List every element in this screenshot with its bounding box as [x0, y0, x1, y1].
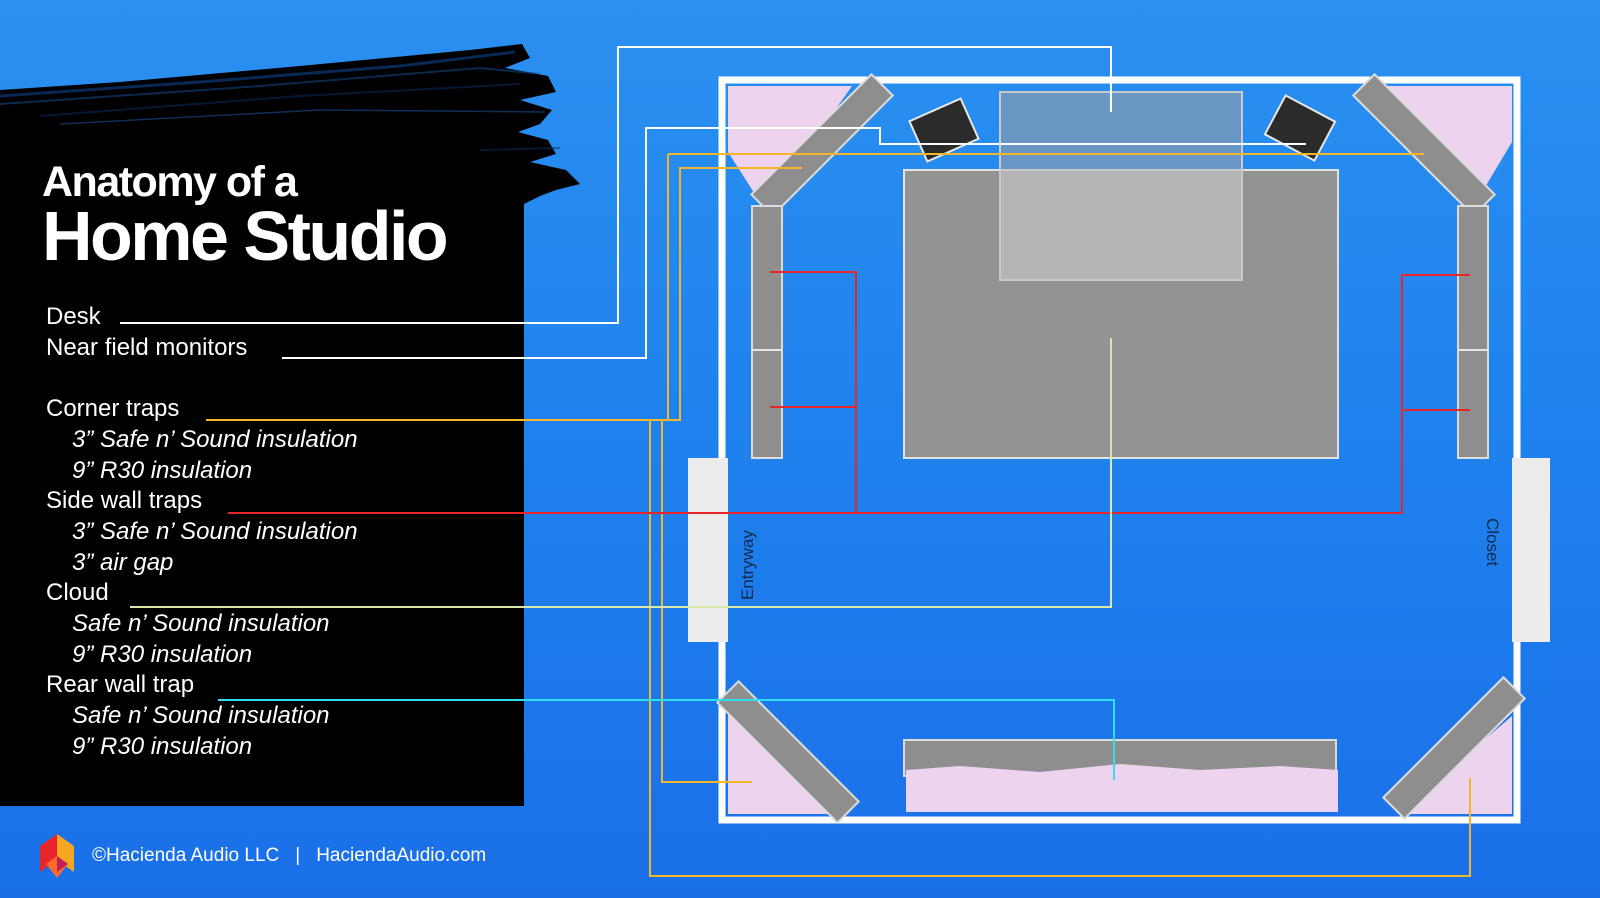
corner-trap-insulation-tl	[728, 86, 852, 210]
label-near-field-monitors: Near field monitors	[46, 334, 248, 361]
side-wall-leader-lines	[228, 271, 1470, 514]
cloud-leader-line	[130, 338, 1112, 608]
brush-stroke-background	[0, 44, 580, 806]
hacienda-logo-icon	[40, 834, 74, 878]
near-field-monitor-right	[1263, 94, 1337, 162]
title-panel: Anatomy of a Home Studio Desk Near field…	[0, 0, 580, 806]
footer: ©Hacienda Audio LLC | HaciendaAudio.com	[40, 834, 487, 878]
label-side-wall-traps: Side wall traps	[46, 487, 203, 514]
footer-website-link[interactable]: HaciendaAudio.com	[316, 845, 487, 866]
closet-label: Closet	[1483, 518, 1502, 566]
side-wall-trap-left	[751, 205, 783, 459]
footer-separator: |	[295, 845, 301, 866]
label-cloud: Cloud	[46, 579, 109, 606]
cloud-over-desk	[1000, 170, 1242, 280]
label-desk: Desk	[46, 303, 101, 330]
entryway-label: Entryway	[738, 530, 757, 600]
corner-traps-sub-1: 3” Safe n’ Sound insulation	[72, 426, 358, 453]
side-wall-traps-sub-1: 3” Safe n’ Sound insulation	[72, 518, 358, 545]
room-walls	[718, 76, 1521, 824]
title-line-1: Anatomy of a	[42, 158, 298, 206]
corner-trap-panel-bl	[715, 679, 861, 825]
entryway-door	[688, 458, 728, 642]
side-wall-traps-sub-2: 3” air gap	[72, 549, 174, 576]
cloud-sub-2: 9” R30 insulation	[72, 641, 253, 668]
corner-trap-leader-lines	[206, 153, 1471, 877]
closet-door	[1512, 458, 1550, 642]
label-rear-wall-trap: Rear wall trap	[46, 671, 195, 698]
title-line-2: Home Studio	[42, 197, 449, 275]
rear-wall-trap-sub-1: Safe n’ Sound insulation	[72, 702, 330, 729]
near-field-monitor-left	[908, 97, 980, 163]
rear-wall-trap-sub-2: 9” R30 insulation	[72, 733, 253, 760]
cloud-sub-1: Safe n’ Sound insulation	[72, 610, 330, 637]
monitor-leader-line	[282, 127, 1306, 359]
corner-trap-panel-br	[1381, 675, 1527, 821]
desk-leader-line	[120, 46, 1112, 324]
rear-wall-trap-insulation	[906, 764, 1338, 812]
footer-copyright: ©Hacienda Audio LLC	[92, 845, 280, 866]
corner-traps-sub-2: 9” R30 insulation	[72, 457, 253, 484]
label-corner-traps: Corner traps	[46, 395, 180, 422]
side-wall-trap-right	[1457, 205, 1489, 459]
rear-wall-leader-line	[218, 699, 1115, 780]
